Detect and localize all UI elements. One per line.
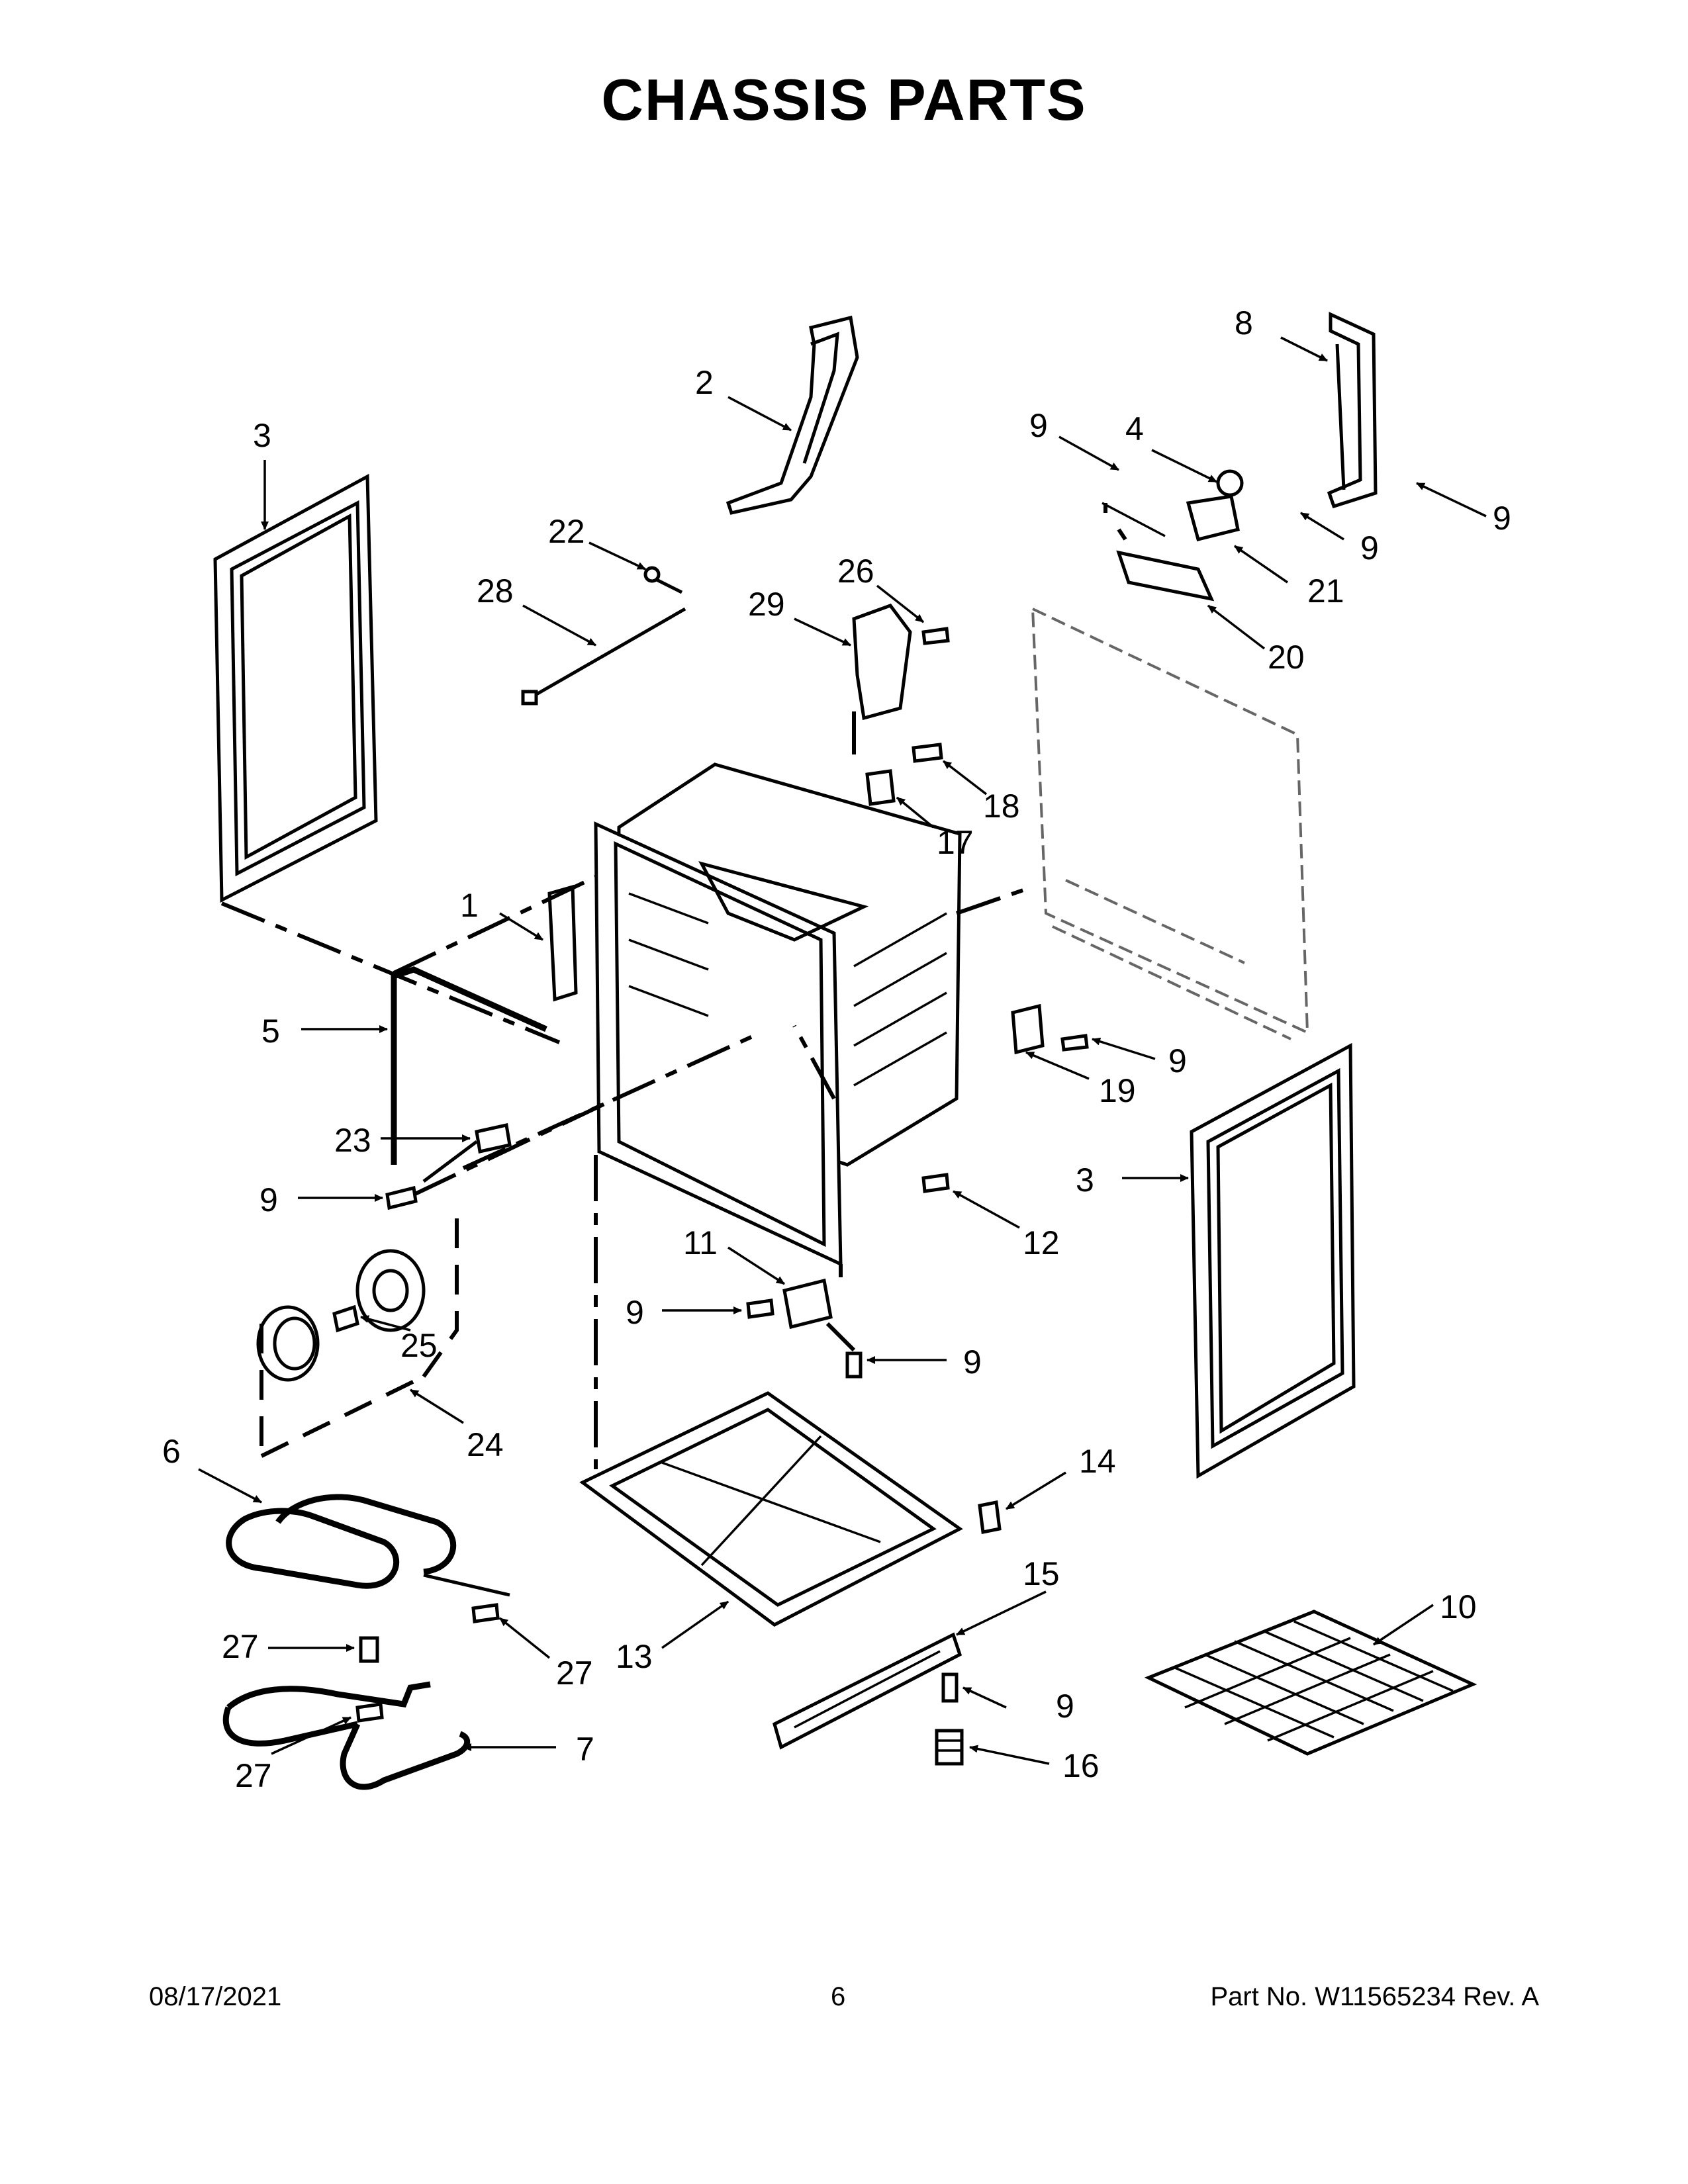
callout-9-hinge: 9 (1360, 529, 1379, 567)
callout-21: 21 (1307, 572, 1344, 610)
callout-17: 17 (937, 824, 974, 861)
door-gasket (391, 966, 547, 1165)
callout-24: 24 (467, 1426, 504, 1463)
vertical-bracket (1327, 312, 1378, 509)
callout-6: 6 (162, 1433, 181, 1470)
callout-labels: 3 2 8 9 4 9 9 21 20 22 28 29 26 18 17 1 … (162, 304, 1511, 1794)
callout-20: 20 (1268, 639, 1305, 676)
callout-29: 29 (748, 586, 785, 623)
callout-1: 1 (460, 887, 479, 924)
callout-9-right-mid: 9 (1168, 1042, 1187, 1079)
assembly-lines (220, 503, 1127, 1469)
callout-3-left: 3 (253, 417, 271, 454)
callout-27-lower: 27 (235, 1757, 272, 1794)
callout-13: 13 (616, 1638, 653, 1675)
side-panel-right (1190, 1042, 1356, 1479)
callout-7: 7 (576, 1731, 594, 1768)
callout-9-valve-left: 9 (626, 1294, 644, 1331)
callout-19: 19 (1099, 1072, 1136, 1109)
top-bracket (726, 315, 859, 515)
callout-9-top-left: 9 (1029, 407, 1048, 444)
callout-5: 5 (261, 1013, 280, 1050)
callout-27-upper: 27 (222, 1628, 259, 1665)
callout-3-right: 3 (1076, 1161, 1094, 1199)
screw-12 (921, 1173, 950, 1193)
callout-9-top-right: 9 (1493, 500, 1511, 537)
callout-28: 28 (477, 572, 514, 610)
rear-panel-outline (1031, 606, 1309, 1040)
side-panel-left (213, 473, 378, 903)
callout-10: 10 (1440, 1588, 1477, 1625)
callout-11: 11 (683, 1224, 718, 1261)
callout-22: 22 (548, 513, 585, 550)
footer-page-number: 6 (831, 1982, 846, 2011)
callout-16: 16 (1062, 1747, 1100, 1784)
callout-15: 15 (1023, 1555, 1060, 1592)
page-title: CHASSIS PARTS (601, 67, 1087, 132)
callout-25: 25 (400, 1327, 438, 1364)
callout-9-valve-right: 9 (963, 1343, 982, 1381)
temperature-sensor (422, 1122, 512, 1183)
callout-27-right: 27 (556, 1655, 593, 1692)
broil-element (226, 1494, 510, 1597)
wire-harness (521, 566, 686, 705)
bake-element (222, 1681, 471, 1790)
callout-2: 2 (695, 364, 714, 401)
callout-26: 26 (837, 553, 874, 590)
bracket-19 (1011, 1003, 1089, 1055)
screw-left (385, 1185, 418, 1210)
bottom-tray (579, 1391, 963, 1627)
callout-8: 8 (1235, 304, 1253, 341)
leveling-leg (935, 1672, 964, 1766)
callout-4: 4 (1125, 410, 1144, 447)
callout-9-rail: 9 (1056, 1688, 1074, 1725)
callout-12: 12 (1023, 1224, 1060, 1261)
footer-part-number: Part No. W11565234 Rev. A (1210, 1982, 1539, 2011)
valve-assembly (746, 1278, 863, 1379)
hinge-parts (1102, 469, 1244, 602)
oven-rack (1144, 1610, 1477, 1756)
leader-arrows (198, 336, 1487, 1765)
convection-fan (256, 1211, 459, 1458)
callout-23: 23 (334, 1122, 371, 1159)
footer-date: 08/17/2021 (149, 1982, 282, 2011)
callout-9-left: 9 (259, 1181, 278, 1218)
element-screws (355, 1603, 500, 1723)
clip-14 (978, 1500, 1002, 1534)
clip-17-18 (865, 743, 943, 806)
cavity-bracket (547, 884, 578, 1002)
cover-bracket (852, 604, 950, 721)
callout-14: 14 (1079, 1443, 1116, 1480)
callout-18: 18 (983, 788, 1020, 825)
oven-cavity (594, 762, 962, 1267)
rail-15 (773, 1632, 962, 1750)
